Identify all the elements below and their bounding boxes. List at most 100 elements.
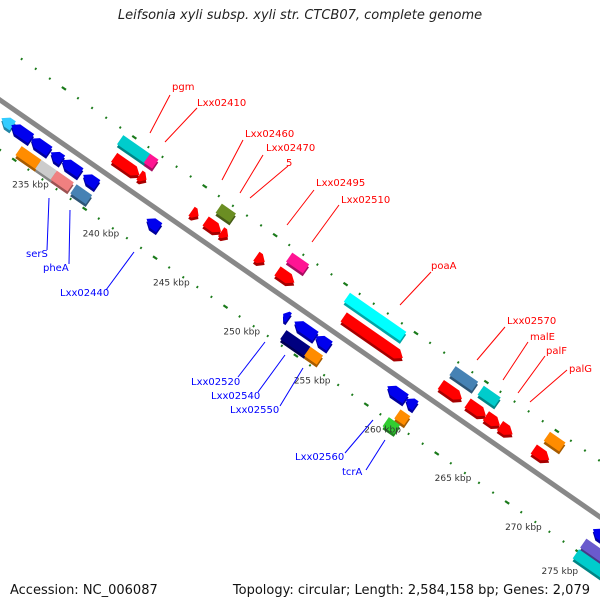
minor-tick [111, 226, 115, 230]
minor-tick [20, 57, 24, 61]
gene-feature[interactable] [384, 382, 409, 404]
minor-tick [69, 197, 72, 201]
gene-feature[interactable] [343, 292, 407, 341]
minor-tick [287, 243, 291, 247]
gene-label[interactable]: Lxx02410 [197, 98, 246, 109]
gene-feature[interactable] [50, 170, 74, 192]
minor-tick [266, 334, 270, 338]
gene-feature[interactable] [143, 214, 163, 233]
gene-feature[interactable] [496, 421, 516, 439]
leader-line [237, 341, 266, 378]
gene-label[interactable]: Lxx02540 [211, 391, 260, 402]
gene-feature[interactable] [394, 409, 411, 426]
gene-feature[interactable] [340, 312, 406, 362]
gene-feature[interactable] [253, 251, 268, 267]
gene-feature[interactable] [464, 398, 489, 421]
gene-feature[interactable] [143, 153, 159, 169]
gene-feature[interactable] [215, 203, 236, 223]
major-tick [61, 86, 67, 91]
gene-feature[interactable] [437, 379, 465, 404]
gene-feature[interactable] [482, 411, 503, 430]
minor-tick [195, 285, 199, 289]
leader-line [311, 204, 340, 243]
gene-label[interactable]: palG [569, 364, 592, 375]
gene-feature[interactable] [280, 309, 292, 323]
gene-label[interactable]: Lxx02470 [266, 143, 315, 154]
gene-feature[interactable] [202, 216, 225, 236]
minor-tick [322, 373, 326, 377]
minor-tick [118, 126, 122, 129]
minor-tick [76, 96, 80, 100]
topology-text: Topology: circular; Length: 2,584,158 bp… [232, 583, 590, 598]
gene-feature[interactable] [48, 148, 66, 165]
minor-tick [513, 400, 516, 404]
gene-feature[interactable] [449, 366, 479, 391]
gene-feature[interactable] [291, 317, 319, 341]
gene-label[interactable]: Lxx02550 [230, 405, 279, 416]
gene-feature[interactable] [530, 444, 553, 465]
gene-label[interactable]: pheA [43, 263, 69, 274]
tick-label: 255 kbp [294, 376, 331, 386]
gene-feature[interactable] [312, 332, 333, 351]
minor-tick [175, 165, 178, 169]
gene-label[interactable]: Lxx02460 [245, 129, 294, 140]
gene-feature[interactable] [70, 184, 93, 205]
minor-tick [104, 116, 108, 120]
gene-feature[interactable] [8, 120, 35, 144]
gene-feature[interactable] [382, 417, 401, 435]
tick-label: 275 kbp [541, 567, 578, 577]
gene-feature[interactable] [59, 156, 84, 178]
minor-tick [245, 214, 249, 218]
gene-label[interactable]: serS [26, 249, 48, 260]
gene-label[interactable]: Lxx02495 [316, 178, 365, 189]
minor-tick [0, 148, 2, 152]
minor-tick [167, 266, 171, 269]
gene-label[interactable]: 5 [286, 158, 292, 169]
gene-feature[interactable] [188, 206, 201, 221]
gene-feature[interactable] [477, 385, 501, 407]
gene-feature[interactable] [304, 346, 324, 365]
gene-feature[interactable] [286, 252, 310, 274]
gene-label[interactable]: Lxx02440 [60, 288, 109, 299]
gene-feature[interactable] [110, 152, 143, 180]
gene-label[interactable]: palF [546, 346, 567, 357]
minor-tick [259, 224, 263, 227]
gene-feature[interactable] [117, 135, 152, 164]
leader-line [164, 107, 198, 143]
gene-feature[interactable] [590, 525, 600, 549]
minor-tick [210, 295, 213, 299]
gene-label[interactable]: Lxx02520 [191, 377, 240, 388]
gene-feature[interactable] [35, 159, 57, 180]
tick-label: 245 kbp [153, 278, 190, 288]
gene-feature[interactable] [403, 394, 419, 411]
gene-label[interactable]: Lxx02570 [507, 316, 556, 327]
leader-line [529, 369, 568, 403]
gene-label[interactable]: poaA [431, 261, 457, 272]
gene-feature[interactable] [28, 134, 53, 156]
gene-feature[interactable] [572, 549, 600, 578]
minor-tick [301, 253, 305, 257]
gene-feature[interactable] [274, 266, 297, 287]
gene-feature[interactable] [280, 330, 311, 356]
gene-feature[interactable] [136, 170, 149, 184]
gene-feature[interactable] [218, 227, 231, 241]
gene-feature[interactable] [580, 538, 600, 568]
gene-label[interactable]: Lxx02560 [295, 452, 344, 463]
map-title: Leifsonia xyli subsp. xyli str. CTCB07, … [117, 8, 483, 23]
major-tick [222, 304, 229, 309]
tick-label: 235 kbp [12, 181, 49, 191]
gene-feature[interactable] [0, 114, 16, 131]
gene-label[interactable]: pgm [172, 82, 194, 93]
gene-feature[interactable] [80, 170, 101, 190]
minor-tick [308, 363, 312, 367]
gene-label[interactable]: tcrA [342, 467, 363, 478]
minor-tick [428, 341, 432, 345]
gene-label[interactable]: Lxx02510 [341, 195, 390, 206]
gene-feature[interactable] [543, 431, 566, 452]
minor-tick [350, 393, 354, 397]
gene-feature[interactable] [15, 146, 42, 169]
gene-label[interactable]: malE [530, 332, 555, 343]
